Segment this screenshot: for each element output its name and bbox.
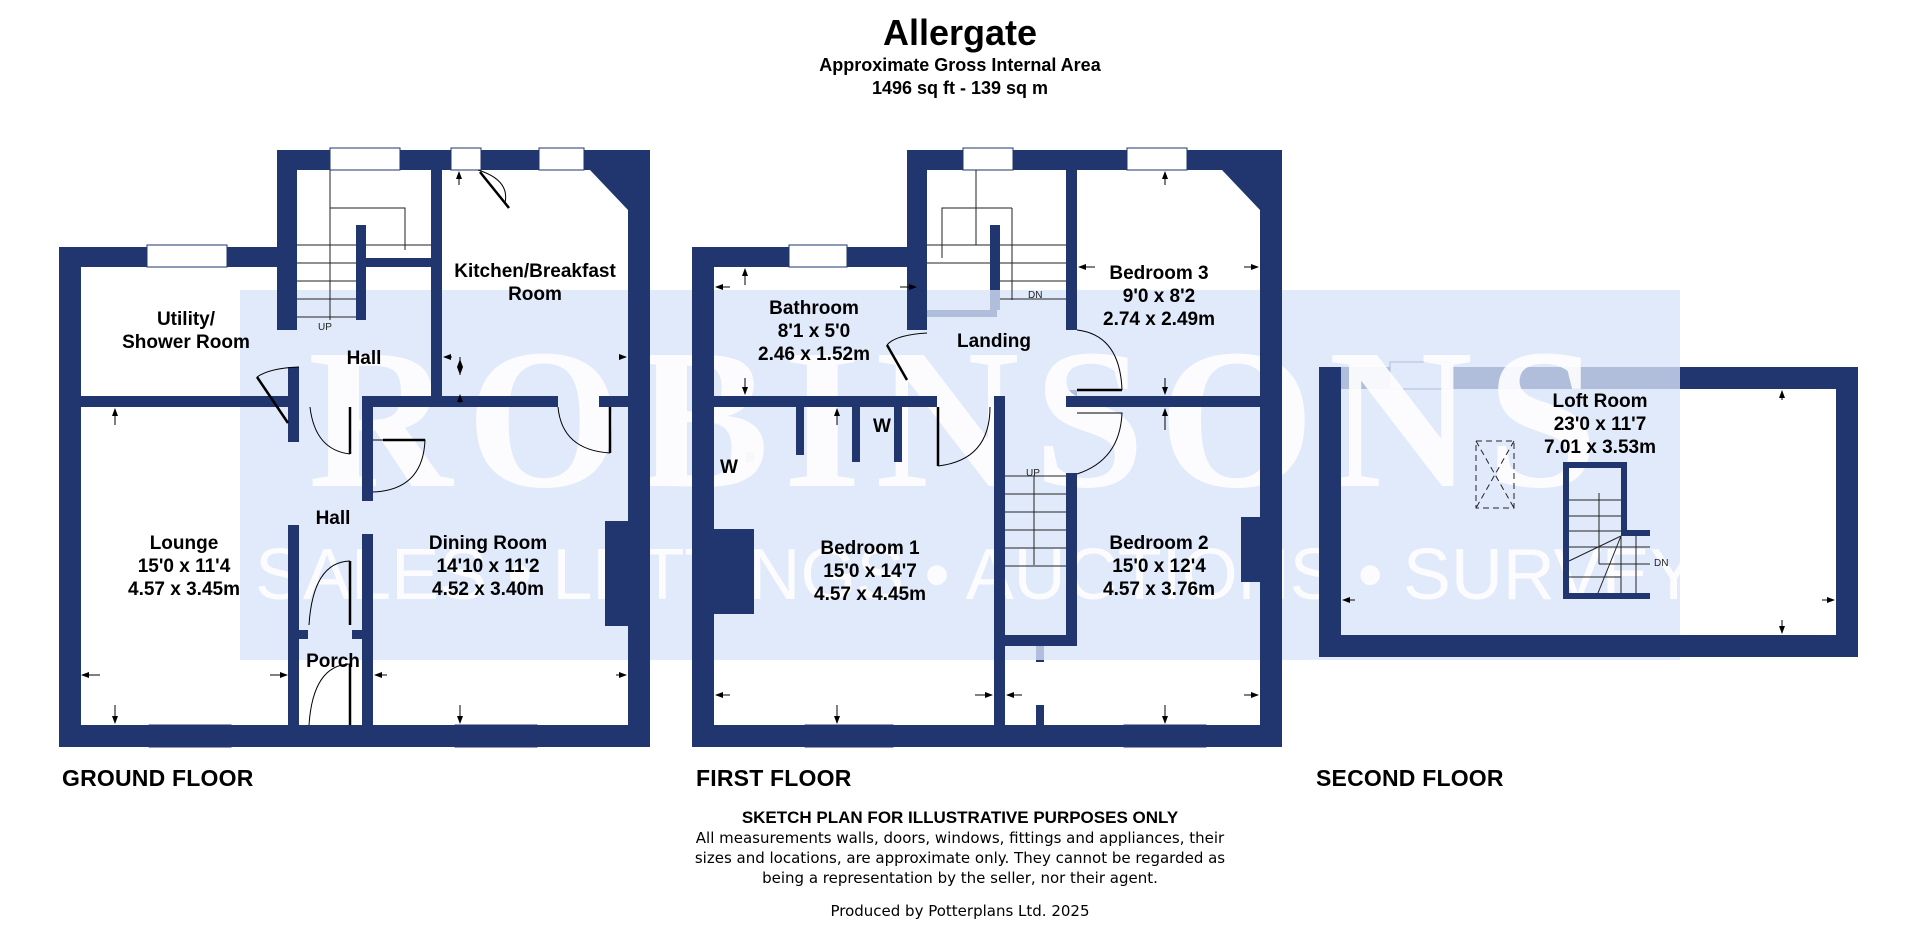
disclaimer-line-3: being a representation by the seller, no…	[762, 869, 1158, 887]
room-name: Hall	[315, 508, 351, 529]
stair-down-label: DN	[1654, 558, 1669, 569]
room-size-imperial: 15'0 x 11'4	[137, 556, 231, 577]
room-name: Kitchen/Breakfast	[454, 261, 616, 282]
room-name: Bathroom	[769, 298, 859, 319]
room-name: Landing	[957, 331, 1031, 352]
room-name: Bedroom 2	[1109, 533, 1209, 554]
room-name-line2: Room	[508, 284, 562, 305]
room-name: Bedroom 3	[1109, 263, 1209, 284]
room-lounge: Lounge 15'0 x 11'4 4.57 x 3.45m	[128, 532, 240, 601]
stair-down-label: DN	[1028, 290, 1043, 301]
ground-floor-label: GROUND FLOOR	[62, 765, 254, 791]
room-utility-shower: Utility/ Shower Room	[122, 308, 250, 354]
room-size-imperial: 15'0 x 14'7	[823, 561, 917, 582]
room-size-metric: 4.57 x 3.76m	[1103, 579, 1215, 600]
room-name: Porch	[306, 651, 360, 672]
room-loft: Loft Room 23'0 x 11'7 7.01 x 3.53m	[1544, 390, 1656, 459]
second-floor-label: SECOND FLOOR	[1316, 765, 1504, 791]
room-name: Utility/	[156, 309, 216, 330]
room-size-imperial: 15'0 x 12'4	[1112, 556, 1206, 577]
disclaimer-line-2: sizes and locations, are approximate onl…	[694, 849, 1226, 867]
room-landing: Landing	[957, 330, 1031, 353]
first-floor-label: FIRST FLOOR	[696, 765, 852, 791]
room-name: Lounge	[149, 533, 219, 554]
room-bathroom: Bathroom 8'1 x 5'0 2.46 x 1.52m	[758, 297, 870, 366]
produced-by: Produced by Potterplans Ltd. 2025	[830, 902, 1090, 920]
wardrobe-label: W	[720, 457, 738, 478]
disclaimer-line-1: All measurements walls, doors, windows, …	[695, 829, 1225, 847]
room-size-metric: 2.46 x 1.52m	[758, 344, 870, 365]
disclaimer-title: SKETCH PLAN FOR ILLUSTRATIVE PURPOSES ON…	[741, 808, 1179, 827]
area-value: 1496 sq ft - 139 sq m	[871, 78, 1049, 98]
watermark-band	[240, 290, 1680, 660]
room-name-line2: Shower Room	[122, 332, 250, 353]
room-bedroom-3: Bedroom 3 9'0 x 8'2 2.74 x 2.49m	[1103, 262, 1215, 331]
wardrobe-label: W	[873, 416, 891, 437]
room-dining: Dining Room 14'10 x 11'2 4.52 x 3.40m	[429, 532, 547, 601]
plan-header: Allergate Approximate Gross Internal Are…	[0, 12, 1920, 100]
room-name: Bedroom 1	[820, 538, 920, 559]
property-title: Allergate	[882, 12, 1038, 53]
room-kitchen-breakfast: Kitchen/Breakfast Room	[454, 260, 616, 306]
disclaimer: SKETCH PLAN FOR ILLUSTRATIVE PURPOSES ON…	[660, 808, 1260, 920]
room-name: Hall	[346, 348, 382, 369]
room-size-metric: 7.01 x 3.53m	[1544, 437, 1656, 458]
room-name: Dining Room	[428, 533, 548, 554]
room-size-metric: 2.74 x 2.49m	[1103, 309, 1215, 330]
room-size-imperial: 9'0 x 8'2	[1122, 286, 1196, 307]
room-hall-upper: Hall	[347, 347, 382, 370]
room-size-metric: 4.57 x 3.45m	[128, 579, 240, 600]
room-size-metric: 4.52 x 3.40m	[432, 579, 544, 600]
room-name: Loft Room	[1552, 391, 1648, 412]
room-size-imperial: 14'10 x 11'2	[436, 556, 540, 577]
room-size-metric: 4.57 x 4.45m	[814, 584, 926, 605]
room-porch: Porch	[306, 650, 360, 673]
room-size-imperial: 8'1 x 5'0	[777, 321, 851, 342]
room-hall-lower: Hall	[316, 507, 351, 530]
area-label: Approximate Gross Internal Area	[819, 55, 1101, 75]
room-size-imperial: 23'0 x 11'7	[1553, 414, 1647, 435]
room-bedroom-2: Bedroom 2 15'0 x 12'4 4.57 x 3.76m	[1103, 532, 1215, 601]
stair-up-label: UP	[1026, 468, 1040, 479]
room-bedroom-1: Bedroom 1 15'0 x 14'7 4.57 x 4.45m	[814, 537, 926, 606]
stair-up-label: UP	[318, 322, 332, 333]
